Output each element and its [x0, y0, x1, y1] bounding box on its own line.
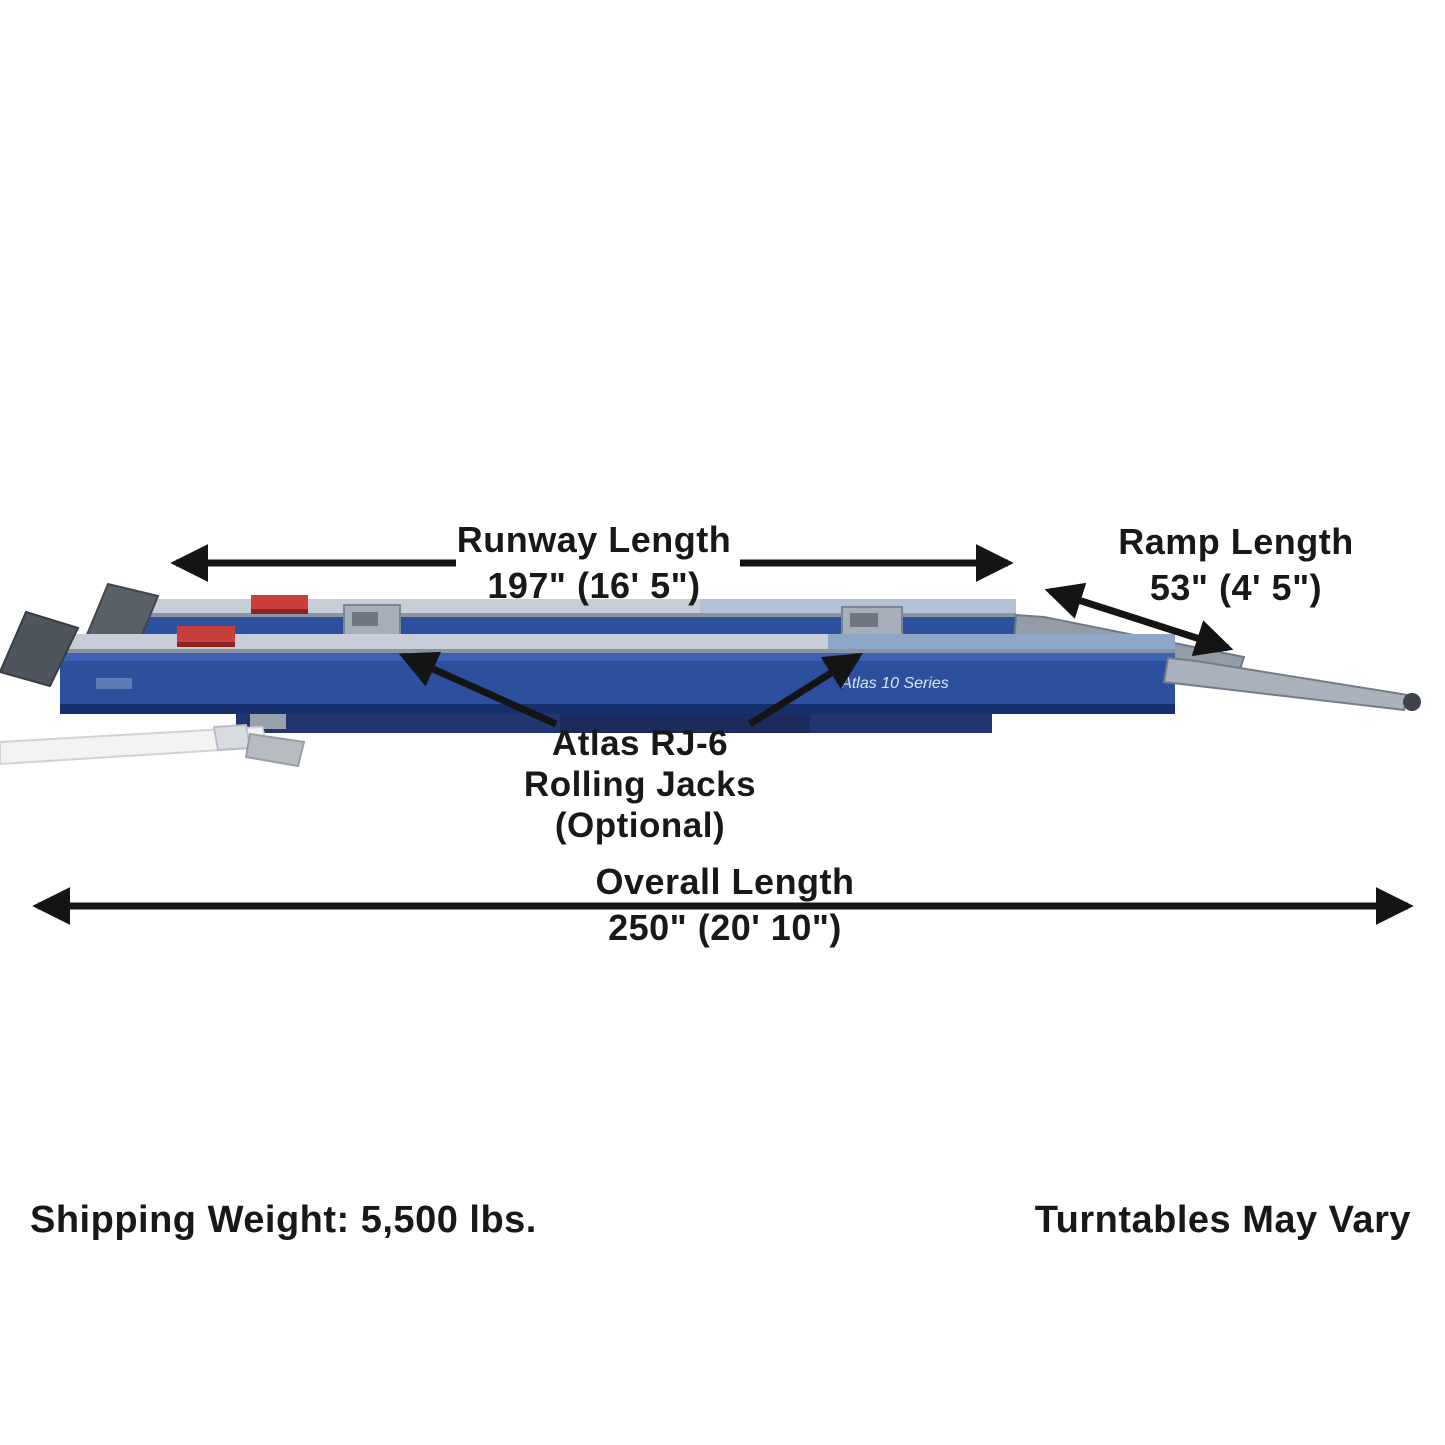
jack-pointer-left [398, 651, 558, 728]
rolling-jacks-label: Atlas RJ-6 Rolling Jacks (Optional) [524, 726, 756, 843]
brand-mark [96, 678, 132, 689]
safety-lock-cover-rear [251, 595, 308, 614]
runway-side-label: Atlas 10 Series [840, 675, 949, 692]
turntables-note-text: Turntables May Vary [1034, 1199, 1411, 1241]
ramp-roller [1403, 693, 1421, 711]
air-hose [0, 723, 306, 768]
runway-length-value: 197" (16' 5") [487, 565, 701, 606]
runway-length-label: Runway Length 197" (16' 5") [457, 522, 732, 604]
rolling-jacks-line1: Atlas RJ-6 [551, 724, 729, 763]
overall-length-title: Overall Length [595, 861, 855, 902]
jack-pointer-right [748, 652, 863, 727]
ramp-length-title: Ramp Length [1118, 521, 1354, 562]
overall-length-label: Overall Length 250" (20' 10") [595, 864, 854, 946]
rolling-jacks-line3: (Optional) [554, 806, 726, 845]
overall-length-value: 250" (20' 10") [608, 907, 842, 948]
front-approach-ramp [1162, 656, 1421, 712]
shipping-weight-text: Shipping Weight: 5,500 lbs. [30, 1199, 537, 1241]
rolling-jacks-line2: Rolling Jacks [523, 765, 757, 804]
safety-lock-cover-front [177, 626, 235, 647]
front-runway: Atlas 10 Series [60, 626, 1175, 714]
ramp-length-value: 53" (4' 5") [1149, 567, 1323, 608]
runway-length-title: Runway Length [456, 519, 732, 560]
ramp-length-arrow [1044, 582, 1234, 657]
ramp-length-label: Ramp Length 53" (4' 5") [1118, 524, 1354, 606]
front-runway-rail [60, 653, 1175, 714]
dimension-arrows [32, 544, 1414, 925]
front-turntable [0, 610, 80, 688]
